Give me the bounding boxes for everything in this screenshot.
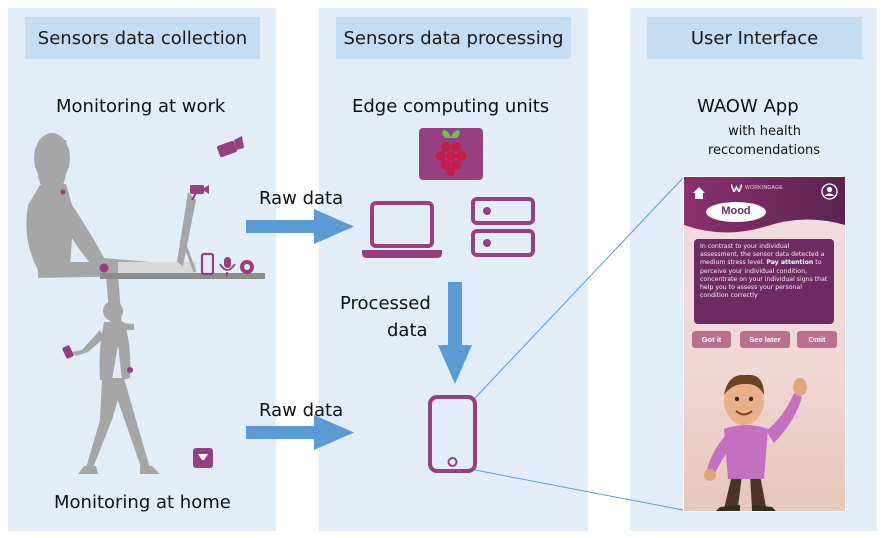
workingage-logo: WORKINGAGE xyxy=(731,183,783,193)
cartoon-assistant-character xyxy=(704,374,807,511)
monitoring-at-work-label: Monitoring at work xyxy=(56,96,226,117)
app-header-wave xyxy=(684,177,845,233)
wall-camera-icon xyxy=(217,136,244,158)
message-text-part1: In contrast to your individual assessmen… xyxy=(700,243,825,267)
walking-man-silhouette xyxy=(62,301,160,474)
message-text-part2: to perceive your individual condition, c… xyxy=(700,259,828,300)
desk-monitor xyxy=(100,185,265,279)
zoom-line-top xyxy=(474,177,684,399)
raw-data-label-top: Raw data xyxy=(259,188,344,209)
workingage-mark-icon xyxy=(731,184,742,192)
recommendation-card: In contrast to your individual assessmen… xyxy=(694,239,834,324)
smartphone-icon xyxy=(428,395,477,473)
ui-header: User Interface xyxy=(647,17,862,59)
processing-header: Sensors data processing xyxy=(336,17,571,59)
app-title: WAOW App xyxy=(697,96,799,117)
see-later-button[interactable]: See later xyxy=(740,331,790,348)
processed-data-label-line1: Processed xyxy=(340,293,431,314)
processed-data-label-line2: data xyxy=(387,320,428,341)
raw-data-arrow-top xyxy=(246,209,354,244)
monitoring-at-home-label: Monitoring at home xyxy=(54,492,231,513)
screen-title: Mood xyxy=(721,205,751,217)
profile-icon[interactable] xyxy=(821,183,838,200)
office-worker-silhouette xyxy=(26,133,150,330)
app-screen: WORKINGAGE Mood In contrast to your indi… xyxy=(683,176,846,512)
laptop-icon xyxy=(362,201,442,258)
app-subtitle-line1: with health xyxy=(728,124,801,139)
home-icon[interactable] xyxy=(692,185,706,199)
raspberry-pi-icon xyxy=(419,128,483,180)
raw-data-label-bottom: Raw data xyxy=(259,400,344,421)
omit-button[interactable]: Omit xyxy=(797,331,837,348)
edge-computing-label: Edge computing units xyxy=(352,96,550,117)
scale-icon xyxy=(193,448,213,468)
processed-data-arrow xyxy=(438,282,472,384)
zoom-line-bottom xyxy=(474,469,684,511)
brand-name: WORKINGAGE xyxy=(745,185,784,191)
message-text-bold: Pay attention xyxy=(766,259,814,267)
got-it-button[interactable]: Got it xyxy=(692,331,731,348)
raw-data-arrow-bottom xyxy=(246,415,354,450)
collection-header: Sensors data collection xyxy=(25,17,260,59)
processing-panel xyxy=(319,8,588,531)
server-icon xyxy=(471,197,535,257)
app-subtitle-line2: reccomendations xyxy=(707,143,821,158)
desk-sensor-icons xyxy=(99,252,254,276)
